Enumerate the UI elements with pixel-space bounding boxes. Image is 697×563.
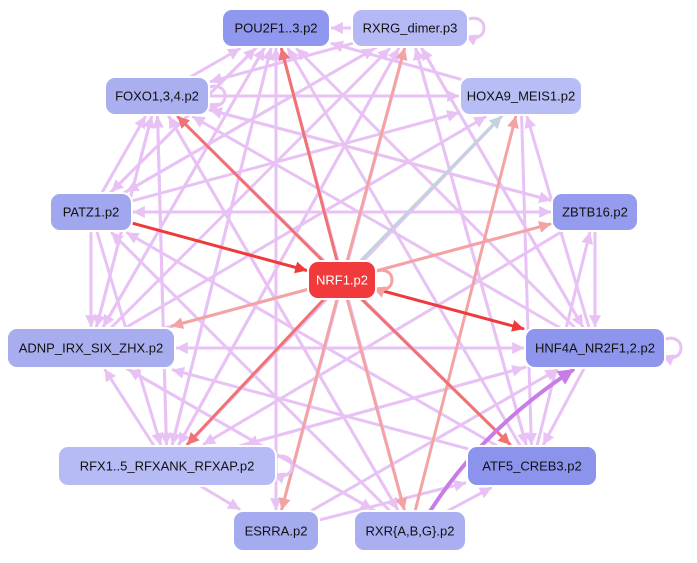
edge-rxr-to-atf5 [446, 486, 493, 513]
node-label: NRF1.p2 [316, 273, 368, 288]
edge-pou2f1-to-rfx [169, 45, 273, 446]
node-box [307, 260, 377, 300]
edge-rfx-to-esrra [199, 484, 241, 511]
node-box [351, 8, 469, 48]
node-box [551, 192, 639, 232]
self-loop-rxrg [464, 16, 486, 46]
node-box [232, 510, 320, 552]
edge-rxrg-to-rfx [177, 45, 401, 446]
edge-nrf1-to-rxr [345, 297, 408, 511]
node-label: ESRRA.p2 [245, 524, 308, 539]
self-loop-rfx [272, 454, 294, 484]
edge-hnf4a-to-foxo [192, 115, 562, 330]
node-zbtb16[interactable]: ZBTB16.p2 [551, 192, 639, 232]
node-box [6, 327, 176, 369]
node-box [353, 510, 467, 552]
node-adnp[interactable]: ADNP_IRX_SIX_ZHX.p2 [6, 327, 176, 369]
edge-nrf1-to-rxrg [345, 47, 408, 263]
edge-hoxa9-to-atf5 [520, 113, 538, 446]
edge-hnf4a-to-pou2f1 [295, 47, 577, 330]
self-loop-foxo [205, 84, 227, 114]
node-box [49, 192, 133, 232]
edge-rfx-to-adnp [103, 368, 156, 448]
edge-zbtb16-to-rfx [202, 229, 565, 446]
node-box [104, 76, 210, 116]
node-label: POU2F1..3.p2 [234, 21, 317, 36]
node-pou2f1[interactable]: POU2F1..3.p2 [221, 8, 331, 48]
node-rxrg[interactable]: RXRG_dimer.p3 [351, 8, 469, 48]
node-esrra[interactable]: ESRRA.p2 [232, 510, 320, 552]
self-loop-nrf1 [372, 268, 394, 298]
node-label: RFX1..5_RFXANK_RFXAP.p2 [80, 459, 255, 474]
edge-foxo-to-pou2f1 [188, 47, 241, 79]
node-foxo[interactable]: FOXO1,3,4.p2 [104, 76, 210, 116]
self-loops-layer [205, 16, 683, 484]
edge-nrf1-to-pou2f1 [278, 47, 339, 263]
node-box [524, 327, 666, 369]
edge-hnf4a-to-rfx [245, 365, 527, 447]
edge-adnp-to-rxr [124, 366, 374, 511]
edge-nrf1-to-hoxa9 [358, 115, 503, 263]
edge-patz1-to-hoxa9 [130, 110, 460, 203]
node-label: ATF5_CREB3.p2 [482, 459, 581, 474]
node-label: FOXO1,3,4.p2 [115, 89, 199, 104]
edge-patz1-to-foxo [100, 115, 147, 195]
node-patz1[interactable]: PATZ1.p2 [49, 192, 133, 232]
node-box [466, 445, 598, 487]
edge-patz1-to-rxrg [122, 47, 376, 195]
node-box [57, 445, 277, 487]
edge-atf5-to-patz1 [125, 231, 499, 448]
node-nrf1[interactable]: NRF1.p2 [307, 260, 377, 300]
node-label: RXR{A,B,G}.p2 [366, 524, 455, 539]
node-label: PATZ1.p2 [63, 205, 120, 220]
edge-nrf1-to-esrra [278, 297, 339, 511]
node-rxr[interactable]: RXR{A,B,G}.p2 [353, 510, 467, 552]
edge-nrf1-to-zbtb16 [374, 221, 552, 273]
edge-adnp-to-hoxa9 [123, 115, 487, 330]
edge-nrf1-to-adnp [170, 287, 310, 329]
node-hnf4a[interactable]: HNF4A_NR2F1,2.p2 [524, 327, 666, 369]
edge-nrf1-to-hnf4a [374, 287, 525, 332]
edge-foxo-to-zbtb16 [207, 108, 552, 204]
edge-patz1-to-nrf1 [130, 221, 308, 274]
node-box [221, 8, 331, 48]
edge-atf5-to-adnp [171, 366, 469, 451]
edge-hnf4a-to-atf5 [542, 366, 586, 446]
edge-nrf1-to-rfx [186, 297, 326, 446]
node-label: HOXA9_MEIS1.p2 [467, 89, 575, 104]
node-atf5[interactable]: ATF5_CREB3.p2 [466, 445, 598, 487]
node-label: ADNP_IRX_SIX_ZHX.p2 [19, 341, 164, 356]
node-label: HNF4A_NR2F1,2.p2 [535, 341, 655, 356]
node-label: RXRG_dimer.p3 [363, 21, 458, 36]
edge-nrf1-to-atf5 [359, 297, 512, 446]
edge-rxr-to-hnf4a [428, 368, 575, 513]
edge-hoxa9-to-pou2f1 [330, 40, 462, 81]
node-hoxa9[interactable]: HOXA9_MEIS1.p2 [459, 76, 583, 116]
edge-nrf1-to-foxo [176, 115, 325, 263]
node-rfx[interactable]: RFX1..5_RFXANK_RFXAP.p2 [57, 445, 277, 487]
node-box [459, 76, 583, 116]
self-loop-hnf4a [661, 336, 683, 366]
edge-rxr-to-patz1 [110, 231, 392, 513]
edge-rxrg-to-foxo [209, 42, 354, 85]
edge-pou2f1-to-patz1 [110, 45, 259, 193]
node-label: ZBTB16.p2 [562, 205, 628, 220]
